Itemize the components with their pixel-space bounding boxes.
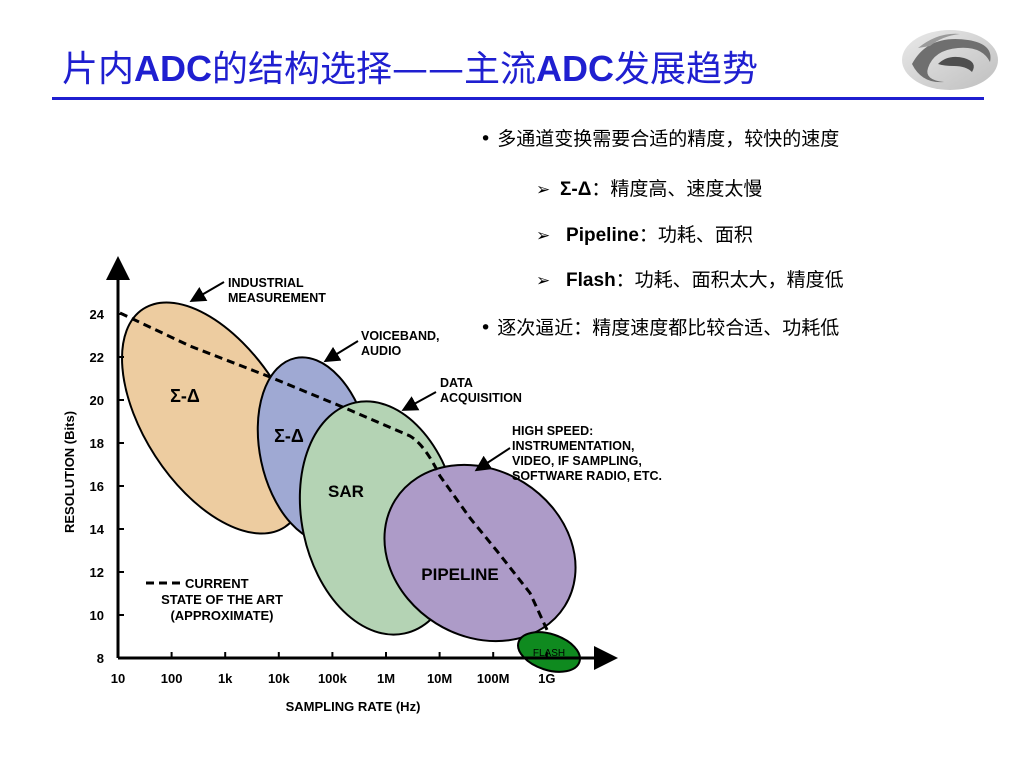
svg-text:DATA: DATA bbox=[440, 376, 473, 390]
y-tick-label: 16 bbox=[90, 479, 104, 494]
arrow-bullet-icon: ➢ bbox=[536, 271, 551, 291]
callout-data-acquisition: DATA ACQUISITION bbox=[401, 376, 522, 411]
flash-region bbox=[517, 631, 581, 673]
region-label: SAR bbox=[328, 482, 364, 501]
x-axis-label: SAMPLING RATE (Hz) bbox=[286, 699, 421, 714]
callout-voiceband: VOICEBAND, AUDIO bbox=[323, 329, 439, 363]
title-underline bbox=[52, 97, 984, 100]
legend-text: STATE OF THE ART bbox=[161, 592, 283, 607]
svg-text:HIGH SPEED:: HIGH SPEED: bbox=[512, 424, 593, 438]
region-label: Σ-Δ bbox=[170, 386, 200, 406]
sub-bullet-item: ➢ Pipeline：功耗、面积 bbox=[536, 220, 753, 247]
legend: CURRENT STATE OF THE ART (APPROXIMATE) bbox=[146, 576, 283, 623]
slide-title: 片内ADC的结构选择——主流ADC发展趋势 bbox=[62, 40, 758, 92]
sub-bullet-keyword: Pipeline bbox=[566, 225, 639, 246]
x-tick-label: 100M bbox=[477, 671, 510, 686]
bullet-item: • 逐次逼近：精度速度都比较合适、功耗低 bbox=[480, 313, 839, 340]
y-tick-label: 12 bbox=[90, 565, 104, 580]
x-tick-label: 10 bbox=[111, 671, 125, 686]
x-tick-label: 100 bbox=[161, 671, 183, 686]
sub-bullet-keyword: Flash bbox=[566, 270, 616, 291]
x-tick-label: 1k bbox=[218, 671, 233, 686]
region-label: Σ-Δ bbox=[274, 426, 304, 446]
legend-text: (APPROXIMATE) bbox=[170, 608, 273, 623]
y-tick-label: 14 bbox=[90, 522, 105, 537]
arrow-bullet-icon: ➢ bbox=[536, 226, 551, 246]
bullet-text: • 逐次逼近：精度速度都比较合适、功耗低 bbox=[480, 317, 840, 339]
bullet-item: • 多通道变换需要合适的精度，较快的速度 bbox=[480, 124, 839, 151]
svg-text:VIDEO, IF SAMPLING,: VIDEO, IF SAMPLING, bbox=[512, 454, 642, 468]
logo-icon bbox=[902, 30, 998, 90]
legend-text: CURRENT bbox=[185, 576, 249, 591]
svg-text:AUDIO: AUDIO bbox=[361, 344, 402, 358]
state-of-the-art-line bbox=[119, 311, 550, 633]
y-tick-label: 8 bbox=[97, 651, 104, 666]
y-tick-label: 20 bbox=[90, 393, 104, 408]
bullet-text: • 多通道变换需要合适的精度，较快的速度 bbox=[480, 128, 840, 150]
callout-industrial: INDUSTRIAL MEASUREMENT bbox=[189, 276, 326, 305]
y-tick-label: 24 bbox=[90, 307, 105, 322]
y-tick-label: 10 bbox=[90, 608, 104, 623]
svg-text:VOICEBAND,: VOICEBAND, bbox=[361, 329, 439, 343]
svg-text:INDUSTRIAL: INDUSTRIAL bbox=[228, 276, 304, 290]
pipeline-region bbox=[383, 463, 577, 643]
sub-bullet-item: ➢ Σ-Δ：精度高、速度太慢 bbox=[536, 174, 762, 201]
svg-text:INSTRUMENTATION,: INSTRUMENTATION, bbox=[512, 439, 634, 453]
sub-bullet-text: ：功耗、面积 bbox=[638, 224, 753, 246]
svg-text:ACQUISITION: ACQUISITION bbox=[440, 391, 522, 405]
region-label: FLASH bbox=[533, 648, 565, 659]
sub-bullet-keyword: Σ-Δ bbox=[560, 179, 592, 200]
title-part: 发展趋势 bbox=[614, 49, 759, 90]
x-tick-label: 1M bbox=[377, 671, 395, 686]
title-part: 的结构选择——主流 bbox=[212, 49, 537, 90]
x-tick-label: 1G bbox=[538, 671, 555, 686]
title-part: ADC bbox=[536, 48, 615, 89]
region-label: PIPELINE bbox=[421, 565, 498, 584]
sub-bullet-text: ：功耗、面积太大，精度低 bbox=[615, 269, 844, 291]
arrow-bullet-icon: ➢ bbox=[536, 180, 551, 200]
x-tick-label: 10M bbox=[427, 671, 452, 686]
x-tick-label: 10k bbox=[268, 671, 290, 686]
y-tick-label: 18 bbox=[90, 436, 104, 451]
callout-high-speed: HIGH SPEED: INSTRUMENTATION, VIDEO, IF S… bbox=[474, 424, 662, 483]
title-part: ADC bbox=[134, 48, 213, 89]
title-part: 片内 bbox=[62, 49, 135, 90]
x-tick-label: 100k bbox=[318, 671, 348, 686]
sub-bullet-text: ：精度高、速度太慢 bbox=[591, 178, 763, 200]
svg-text:MEASUREMENT: MEASUREMENT bbox=[228, 291, 326, 305]
y-axis-label: RESOLUTION (Bits) bbox=[62, 411, 77, 533]
svg-text:SOFTWARE RADIO, ETC.: SOFTWARE RADIO, ETC. bbox=[512, 469, 662, 483]
sub-bullet-item: ➢ Flash：功耗、面积太大，精度低 bbox=[536, 265, 844, 292]
y-tick-label: 22 bbox=[90, 350, 104, 365]
